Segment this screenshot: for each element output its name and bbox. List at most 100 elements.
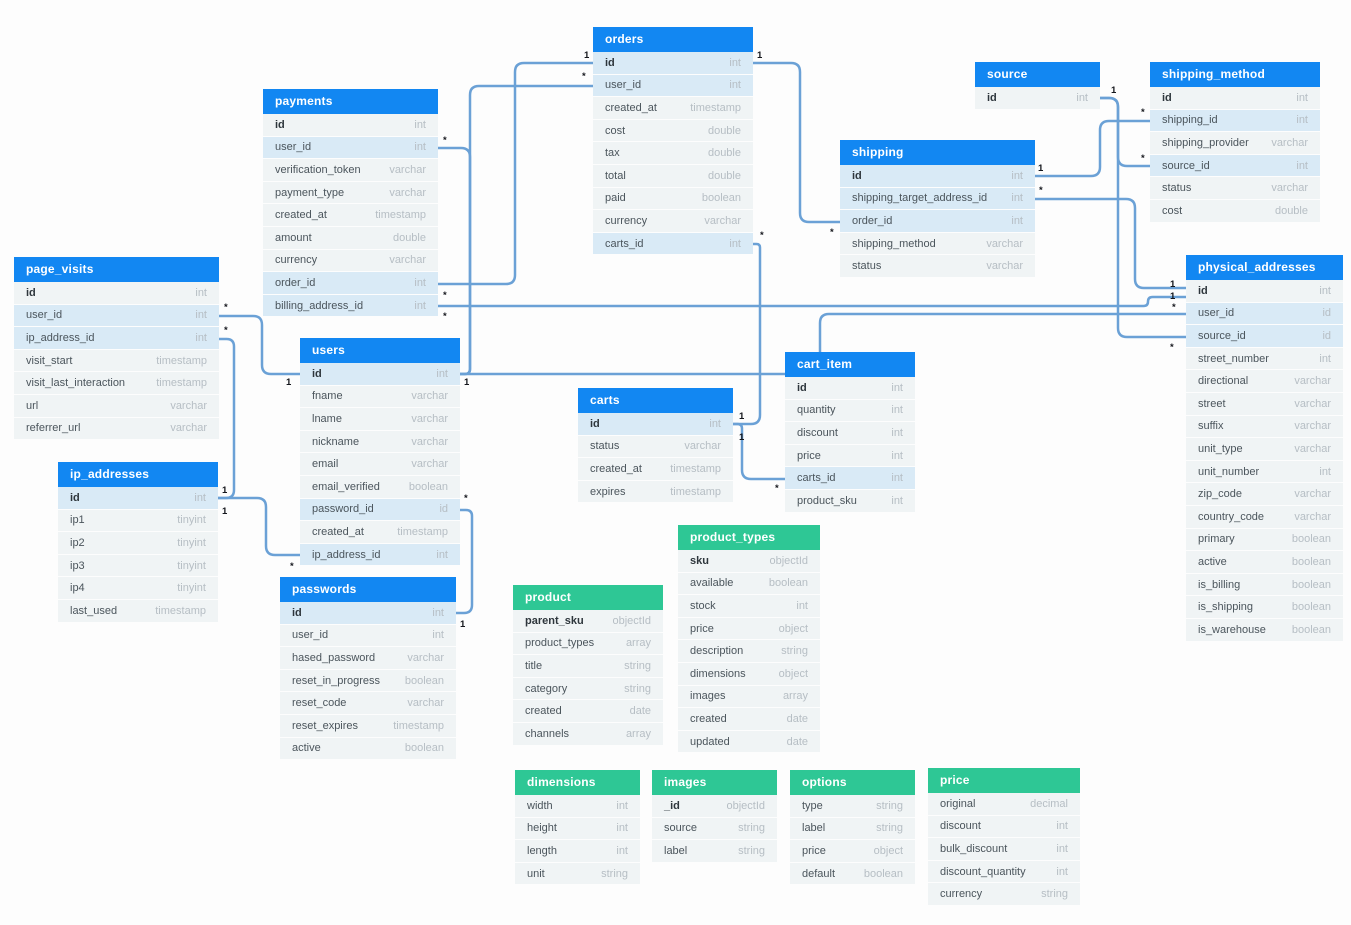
relationship-page_visits-ip_address_id--ip_addresses-id[interactable] <box>216 337 236 500</box>
table-header-orders[interactable]: orders <box>593 27 753 52</box>
relationship-orders-carts_id--carts-id[interactable] <box>731 242 762 426</box>
relationship-users-ip_address_id--ip_addresses-id[interactable] <box>216 496 302 557</box>
table-header-payments[interactable]: payments <box>263 89 438 114</box>
relationship-payments-billing_address--physical_addresses-id[interactable] <box>436 295 1188 308</box>
table-header-shipping[interactable]: shipping <box>840 140 1035 165</box>
relationship-orders-user_id--users-id[interactable] <box>458 84 595 376</box>
table-header-images[interactable]: images <box>652 770 777 795</box>
table-header-source[interactable]: source <box>975 62 1100 87</box>
relationship-page_visits-user_id--users-id[interactable] <box>217 314 302 376</box>
relationship-cart_item-carts_id--carts-id[interactable] <box>731 422 787 481</box>
table-header-cart_item[interactable]: cart_item <box>785 352 915 377</box>
relationship-payments-order_id--orders-id[interactable] <box>436 61 595 286</box>
table-header-product_types[interactable]: product_types <box>678 525 820 550</box>
table-header-product[interactable]: product <box>513 585 663 610</box>
table-header-page_visits[interactable]: page_visits <box>14 257 219 282</box>
table-header-users[interactable]: users <box>300 338 460 363</box>
